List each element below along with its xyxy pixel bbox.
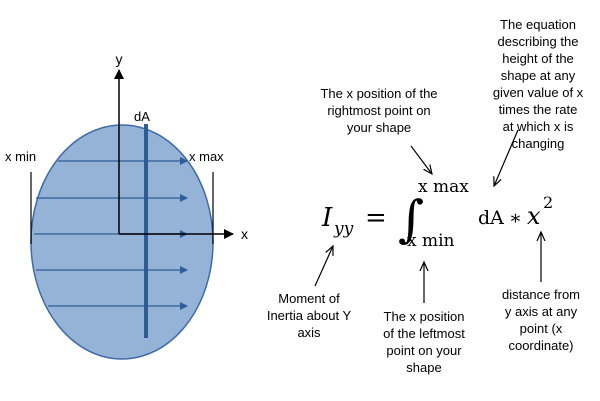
integrand-note-line-1: The equation bbox=[500, 17, 576, 32]
lhs-pointer bbox=[314, 246, 333, 287]
integrand-note-line-2: describing the bbox=[498, 34, 579, 49]
upper-limit: x max bbox=[418, 177, 469, 197]
integrand-note-line-3: height of the bbox=[502, 51, 574, 66]
lhs-subscript: yy bbox=[333, 219, 354, 239]
upper-limit-note: The x position of the rightmost point on… bbox=[320, 86, 437, 135]
integral-sign: ∫ bbox=[398, 190, 424, 248]
upper-limit-note-line-2: rightmost point on bbox=[327, 103, 430, 118]
lower-limit: x min bbox=[407, 231, 455, 251]
integrand-note: The equation describing the height of th… bbox=[493, 17, 584, 151]
shape-ellipse bbox=[30, 124, 214, 360]
integrand-pointer bbox=[494, 129, 519, 186]
distance-note-line-1: distance from bbox=[502, 287, 580, 302]
integrand-note-line-8: changing bbox=[512, 136, 565, 151]
upper-limit-note-line-1: The x position of the bbox=[320, 86, 437, 101]
lower-limit-note-line-2: of the leftmost bbox=[383, 326, 465, 341]
upper-limit-note-line-3: your shape bbox=[347, 120, 411, 135]
lhs-note: Moment of Inertia about Y axis bbox=[267, 291, 352, 340]
x-axis-label: x bbox=[241, 226, 248, 242]
exponent: 2 bbox=[543, 193, 553, 212]
lhs-symbol: I bbox=[321, 203, 333, 233]
dA-label: dA bbox=[134, 109, 150, 124]
lhs-note-line-2: Inertia about Y bbox=[267, 308, 352, 323]
integrand-x: x bbox=[527, 202, 541, 230]
horizontal-arrows bbox=[34, 157, 188, 310]
upper-limit-pointer bbox=[410, 145, 432, 174]
distance-note-line-3: point (x bbox=[520, 321, 563, 336]
distance-note-line-2: y axis at any bbox=[505, 304, 578, 319]
integrand-note-line-6: times the rate bbox=[499, 102, 578, 117]
distance-note: distance from y axis at any point (x coo… bbox=[502, 287, 580, 353]
integrand-dA: dA bbox=[478, 207, 504, 229]
integrand-note-line-7: at which x is bbox=[503, 119, 574, 134]
integrand-note-line-4: shape at any bbox=[501, 68, 576, 83]
lower-limit-note-line-1: The x position bbox=[384, 309, 465, 324]
lower-limit-note-line-4: shape bbox=[406, 360, 441, 375]
lhs-note-line-1: Moment of bbox=[278, 291, 340, 306]
distance-note-line-4: coordinate) bbox=[508, 338, 573, 353]
lower-limit-note: The x position of the leftmost point on … bbox=[383, 309, 465, 375]
lhs-note-line-3: axis bbox=[297, 325, 321, 340]
integrand-note-line-5: given value of x bbox=[493, 85, 584, 100]
equation: I yy = ∫ x max x min dA ∗ x 2 bbox=[321, 177, 553, 251]
y-axis-label: y bbox=[116, 51, 123, 67]
equals-sign: = bbox=[365, 203, 387, 233]
x-max-label: x max bbox=[189, 149, 224, 164]
multiply-operator: ∗ bbox=[509, 207, 522, 229]
x-min-label: x min bbox=[5, 149, 36, 164]
lower-limit-note-line-3: point on your bbox=[386, 343, 462, 358]
